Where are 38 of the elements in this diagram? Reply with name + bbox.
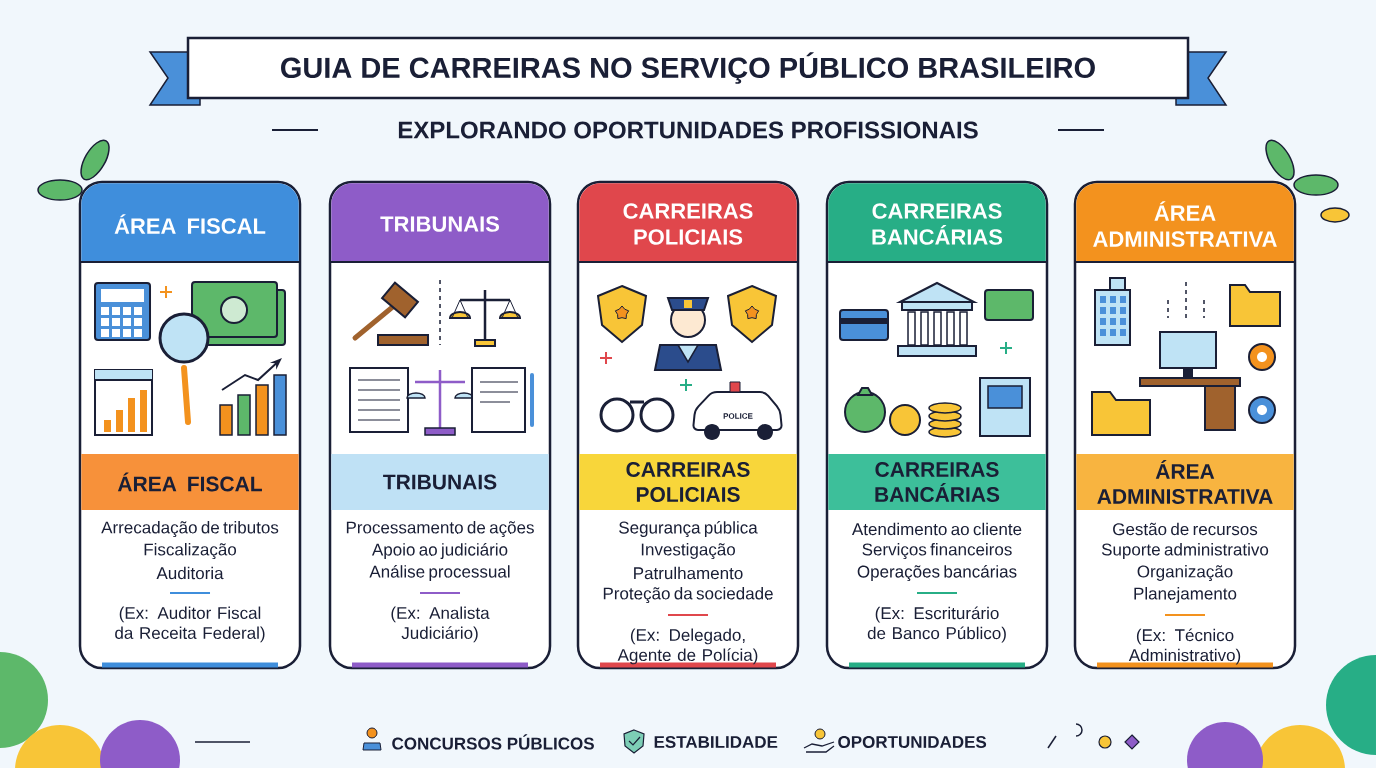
footer-label: ESTABILIDADE (654, 735, 778, 748)
bullet-item: Atendimento ao cliente (851, 522, 1022, 536)
bullet-item: Organização (1137, 565, 1233, 581)
category-band: ÁREA FISCAL (81, 454, 299, 510)
bullet-item: Suporte administrativo (1101, 543, 1269, 559)
bullet-item: Investigação (641, 543, 735, 559)
footer-label: OPORTUNIDADES (838, 735, 987, 748)
category-band: ÁREA ADMINISTRATIVA (1076, 454, 1294, 510)
bullet-item: Gestão de recursos (1113, 522, 1258, 536)
title-banner: GUIA DE CARREIRAS NO SERVIÇO PÚBLICO BRASILEIRO (148, 36, 1228, 106)
card-header: ÁREA FISCAL (81, 183, 299, 262)
bullet-item: Patrulhamento (634, 566, 743, 580)
card-header: TRIBUNAIS (331, 183, 549, 262)
card-header: CARREIRAS POLICIAIS (579, 183, 797, 262)
card-header: ÁREA ADMINISTRATIVA (1076, 183, 1294, 262)
bullet-item: Análise processual (369, 565, 510, 581)
category-band: CARREIRAS POLICIAIS (579, 454, 797, 510)
category-band: CARREIRAS BANCÁRIAS (828, 454, 1046, 510)
footer-label: CONCURSOS PÚBLICOS (392, 734, 594, 750)
subtitle: EXPLORANDO OPORTUNIDADES PROFISSIONAIS (398, 121, 978, 139)
bullet-item: Apoio ao judiciário (371, 543, 508, 559)
example-text: (Ex: Analista Judiciário) (391, 606, 490, 643)
bullet-item: Segurança pública (619, 520, 758, 538)
example-text: (Ex: Auditor Fiscal da Receita Federal) (115, 606, 265, 643)
card-header: CARREIRAS BANCÁRIAS (828, 183, 1046, 262)
car-label: POLICE (723, 413, 753, 419)
bullet-item: Planejamento (1134, 587, 1237, 603)
bullet-item: Operações bancárias (857, 564, 1017, 582)
example-text: (Ex: Delegado, Agente de Polícia) (617, 628, 758, 665)
bullet-item: Serviços financeiros (862, 543, 1012, 559)
bullet-item: Auditoria (156, 566, 224, 580)
bullet-item: Proteção da sociedade (603, 587, 773, 603)
example-text: (Ex: Técnico Administrativo) (1128, 628, 1241, 665)
bullet-item: Fiscalização (144, 543, 237, 559)
category-band: TRIBUNAIS (331, 454, 549, 510)
bullet-item: Arrecadação de tributos (101, 521, 279, 537)
example-text: (Ex: Escriturário de Banco Público) (867, 606, 1006, 643)
bullet-item: Processamento de ações (346, 521, 534, 537)
